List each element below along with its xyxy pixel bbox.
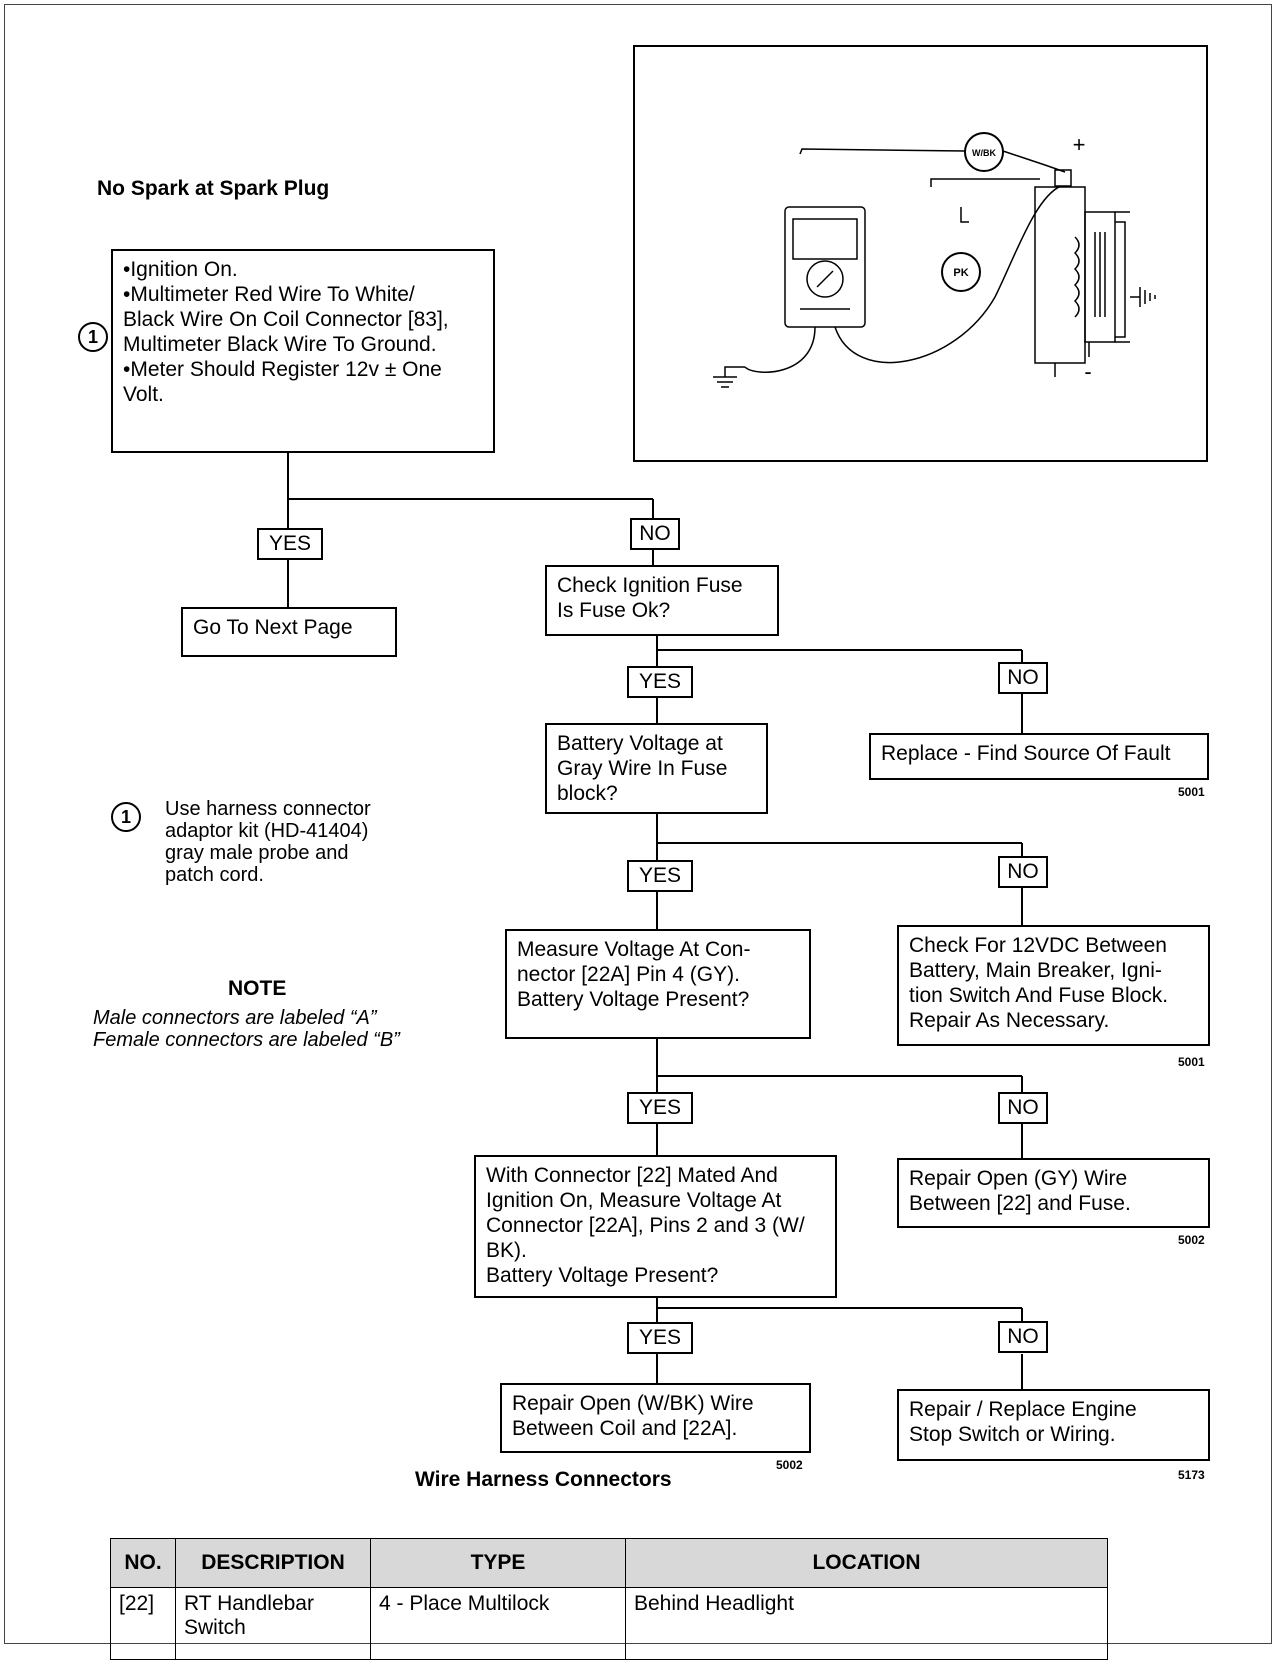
check-12vdc-box: Check For 12VDC Between Battery, Main Br… bbox=[897, 925, 1210, 1046]
repair-gy-box: Repair Open (GY) Wire Between [22] and F… bbox=[897, 1158, 1210, 1228]
wbk-wire-marker bbox=[964, 132, 1004, 172]
replace-fault-text: Replace - Find Source Of Fault bbox=[881, 742, 1171, 765]
reference-code: 5001 bbox=[1178, 785, 1205, 799]
repair-wbk-line: Between Coil and [22A]. bbox=[512, 1417, 738, 1440]
with-connector-line: With Connector [22] Mated And bbox=[486, 1164, 778, 1187]
cell-no: [22] bbox=[110, 1587, 176, 1660]
measure-22a-box: Measure Voltage At Con- nector [22A] Pin… bbox=[505, 929, 811, 1039]
with-connector-line: Ignition On, Measure Voltage At bbox=[486, 1189, 782, 1212]
note-title: NOTE bbox=[228, 977, 287, 1000]
no-label: NO bbox=[998, 662, 1048, 694]
yes-label: YES bbox=[627, 1322, 693, 1354]
reference-code: 5001 bbox=[1178, 1055, 1205, 1069]
table-header-row: NO. DESCRIPTION TYPE LOCATION bbox=[110, 1538, 1108, 1588]
go-next-page-text: Go To Next Page bbox=[193, 616, 353, 639]
step1-line: •Multimeter Red Wire To White/ bbox=[123, 283, 415, 306]
check-12vdc-line: Check For 12VDC Between bbox=[909, 934, 1167, 957]
plus-terminal-label: + bbox=[1073, 132, 1086, 157]
repair-switch-line: Stop Switch or Wiring. bbox=[909, 1423, 1116, 1446]
column-header-no: NO. bbox=[110, 1538, 176, 1588]
repair-gy-line: Between [22] and Fuse. bbox=[909, 1192, 1131, 1215]
step1-line: Black Wire On Coil Connector [83], bbox=[123, 308, 449, 331]
check-12vdc-line: Repair As Necessary. bbox=[909, 1009, 1110, 1032]
footnote-text: Use harness connector adaptor kit (HD-41… bbox=[165, 798, 371, 886]
check-fuse-line: Check Ignition Fuse bbox=[557, 574, 743, 597]
step1-line: Volt. bbox=[123, 383, 164, 406]
no-label: NO bbox=[998, 1321, 1048, 1353]
note-line: Female connectors are labeled “B” bbox=[93, 1029, 400, 1051]
repair-switch-box: Repair / Replace Engine Stop Switch or W… bbox=[897, 1389, 1210, 1461]
with-connector-line: Battery Voltage Present? bbox=[486, 1264, 719, 1287]
battery-gray-line: block? bbox=[557, 782, 618, 805]
note-text: Male connectors are labeled “A” Female c… bbox=[93, 1007, 400, 1051]
no-label: NO bbox=[998, 856, 1048, 888]
check-fuse-box: Check Ignition Fuse Is Fuse Ok? bbox=[545, 565, 779, 636]
repair-wbk-line: Repair Open (W/BK) Wire bbox=[512, 1392, 754, 1415]
battery-gray-line: Gray Wire In Fuse bbox=[557, 757, 728, 780]
yes-label: YES bbox=[627, 860, 693, 892]
note-line: Male connectors are labeled “A” bbox=[93, 1007, 377, 1029]
wiring-figure: W/BK PK + - bbox=[633, 45, 1208, 462]
cell-description: RT Handlebar Switch bbox=[175, 1587, 371, 1660]
step1-line: Multimeter Black Wire To Ground. bbox=[123, 333, 437, 356]
footnote-line: adaptor kit (HD-41404) bbox=[165, 820, 369, 842]
yes-label: YES bbox=[627, 666, 693, 698]
step1-box: •Ignition On. •Multimeter Red Wire To Wh… bbox=[111, 249, 495, 453]
reference-code: 5002 bbox=[776, 1458, 803, 1472]
step1-marker: 1 bbox=[78, 322, 108, 352]
multimeter-coil-diagram: W/BK PK + - bbox=[713, 132, 1156, 388]
wbk-label: W/BK bbox=[972, 148, 996, 158]
pk-wire-marker bbox=[941, 252, 981, 292]
footnote-line: Use harness connector bbox=[165, 798, 371, 820]
repair-gy-line: Repair Open (GY) Wire bbox=[909, 1167, 1128, 1190]
description-line: Switch bbox=[184, 1616, 246, 1639]
step1-line: •Meter Should Register 12v ± One bbox=[123, 358, 442, 381]
measure-22a-line: Battery Voltage Present? bbox=[517, 988, 750, 1011]
footnote-marker: 1 bbox=[111, 802, 141, 832]
column-header-type: TYPE bbox=[370, 1538, 626, 1588]
description-line: RT Handlebar bbox=[184, 1592, 314, 1615]
pk-label: PK bbox=[953, 267, 968, 279]
check-12vdc-line: Battery, Main Breaker, Igni- bbox=[909, 959, 1162, 982]
repair-switch-line: Repair / Replace Engine bbox=[909, 1398, 1137, 1421]
replace-fault-box: Replace - Find Source Of Fault bbox=[869, 733, 1209, 780]
yes-label: YES bbox=[627, 1092, 693, 1124]
table-row: [22] RT Handlebar Switch 4 - Place Multi… bbox=[110, 1587, 1108, 1660]
with-connector-line: Connector [22A], Pins 2 and 3 (W/ bbox=[486, 1214, 805, 1237]
page-title: No Spark at Spark Plug bbox=[97, 177, 330, 200]
reference-code: 5173 bbox=[1178, 1468, 1205, 1482]
with-connector-box: With Connector [22] Mated And Ignition O… bbox=[474, 1155, 837, 1298]
no-label: NO bbox=[998, 1092, 1048, 1124]
footnote-line: patch cord. bbox=[165, 864, 264, 886]
with-connector-line: BK). bbox=[486, 1239, 527, 1262]
repair-wbk-box: Repair Open (W/BK) Wire Between Coil and… bbox=[500, 1383, 811, 1453]
cell-type: 4 - Place Multilock bbox=[370, 1587, 626, 1660]
column-header-location: LOCATION bbox=[625, 1538, 1108, 1588]
connector-table: NO. DESCRIPTION TYPE LOCATION [22] RT Ha… bbox=[110, 1538, 1108, 1660]
cell-location: Behind Headlight bbox=[625, 1587, 1108, 1660]
footnote-line: gray male probe and bbox=[165, 842, 349, 864]
table-title: Wire Harness Connectors bbox=[415, 1468, 672, 1491]
check-fuse-line: Is Fuse Ok? bbox=[557, 599, 671, 622]
battery-gray-box: Battery Voltage at Gray Wire In Fuse blo… bbox=[545, 723, 768, 814]
check-12vdc-line: tion Switch And Fuse Block. bbox=[909, 984, 1169, 1007]
yes-label: YES bbox=[257, 528, 323, 560]
measure-22a-line: Measure Voltage At Con- bbox=[517, 938, 751, 961]
go-next-page-box: Go To Next Page bbox=[181, 607, 397, 657]
measure-22a-line: nector [22A] Pin 4 (GY). bbox=[517, 963, 740, 986]
reference-code: 5002 bbox=[1178, 1233, 1205, 1247]
battery-gray-line: Battery Voltage at bbox=[557, 732, 723, 755]
step1-line: •Ignition On. bbox=[123, 258, 238, 281]
minus-terminal-label: - bbox=[1084, 359, 1091, 384]
column-header-description: DESCRIPTION bbox=[175, 1538, 371, 1588]
no-label: NO bbox=[630, 518, 680, 550]
